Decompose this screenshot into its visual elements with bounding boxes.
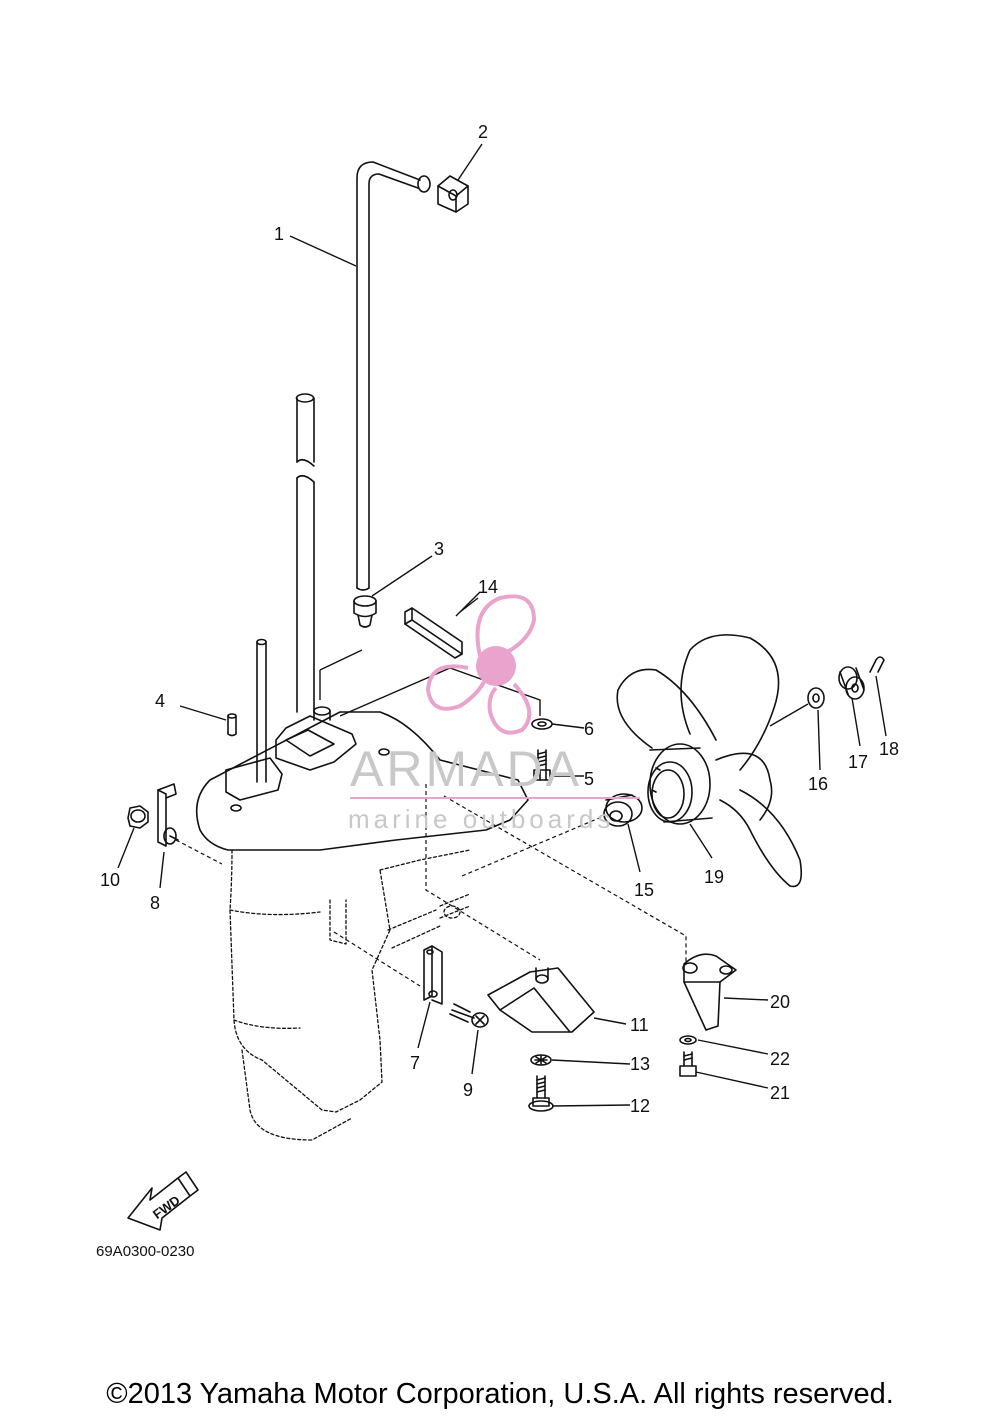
callout-7: 7: [410, 1053, 420, 1073]
prop-washer: [807, 687, 825, 709]
cotter-pin: [869, 656, 885, 673]
watermark-propeller-icon: [425, 594, 537, 735]
callout-9: 9: [463, 1080, 473, 1100]
flange-bolt: [528, 1075, 554, 1112]
callout-15: 15: [634, 880, 654, 900]
anode: [682, 953, 737, 1031]
water-tube-seal: [353, 595, 377, 628]
watermark: ARMADA marine outboards: [348, 594, 640, 834]
watermark-title: ARMADA: [350, 741, 582, 797]
callout-6: 6: [584, 719, 594, 739]
water-pump-housing: [225, 706, 390, 812]
callout-numbers: 1 2 3 4 5 6 7 8 9 10 11 12 13 14 15 16 1…: [100, 122, 899, 1116]
grommet: [437, 175, 469, 213]
callout-10: 10: [100, 870, 120, 890]
callout-1: 1: [274, 224, 284, 244]
castle-nut: [838, 666, 865, 700]
callout-16: 16: [808, 774, 828, 794]
water-tube: [356, 161, 431, 591]
washer: [531, 718, 553, 730]
callout-21: 21: [770, 1083, 790, 1103]
fwd-arrow-icon: [127, 1171, 199, 1231]
callout-5: 5: [584, 769, 594, 789]
callout-14: 14: [478, 577, 498, 597]
anode-bolt: [679, 1051, 697, 1077]
anode-washer: [679, 1035, 697, 1045]
callout-4: 4: [155, 691, 165, 711]
callout-11: 11: [630, 1015, 649, 1035]
callout-22: 22: [770, 1049, 790, 1069]
callout-12: 12: [630, 1096, 650, 1116]
bracket: [404, 607, 463, 659]
drive-shaft: [295, 393, 315, 713]
callout-8: 8: [150, 893, 160, 913]
anode-plate: [423, 945, 443, 1005]
callout-20: 20: [770, 992, 790, 1012]
skeg-plate: [487, 967, 595, 1033]
drawing-code: 69A0300-0230: [96, 1243, 194, 1260]
trim-tab-anode: [157, 783, 179, 847]
lower-casing: [195, 711, 529, 1141]
leader-lines: [117, 143, 887, 1107]
callout-3: 3: [434, 539, 444, 559]
alignment-lines: [175, 784, 687, 987]
callout-13: 13: [630, 1054, 650, 1074]
nut: [127, 805, 149, 829]
callout-18: 18: [879, 739, 899, 759]
lock-washer: [530, 1054, 552, 1066]
propeller: [616, 634, 803, 888]
dowel-pin: [227, 713, 237, 737]
callout-17: 17: [848, 752, 868, 772]
screw: [449, 1003, 489, 1028]
callout-2: 2: [478, 122, 488, 142]
watermark-subtitle: marine outboards: [348, 804, 614, 834]
copyright-notice: ©2013 Yamaha Motor Corporation, U.S.A. A…: [106, 1378, 894, 1410]
callout-19: 19: [704, 867, 724, 887]
bolt: [533, 749, 551, 781]
